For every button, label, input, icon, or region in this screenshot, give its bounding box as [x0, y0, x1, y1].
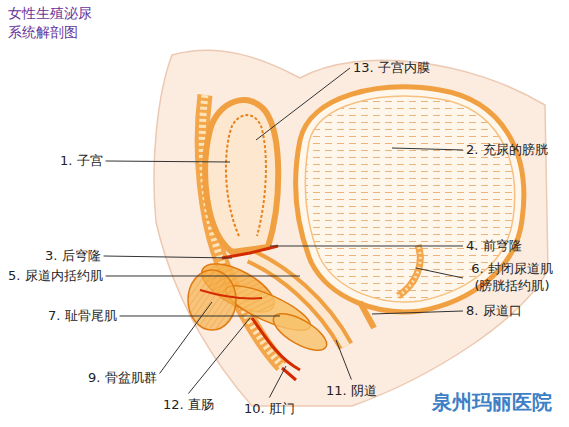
- part-label: 7. 耻骨尾肌: [48, 308, 117, 325]
- leader-line: [372, 311, 463, 314]
- diagram-title: 女性生殖泌尿 系统解剖图: [8, 4, 104, 42]
- part-label: 12. 直肠: [163, 397, 214, 414]
- part-label: 10. 肛门: [244, 401, 295, 418]
- leader-line: [416, 268, 463, 278]
- part-label: 4. 前穹隆: [466, 238, 522, 255]
- part-label: 13. 子宫内膜: [353, 60, 430, 77]
- part-label: 2. 充尿的膀胱: [466, 142, 548, 159]
- urethra: [360, 302, 374, 328]
- part-label: 9. 骨盆肌群: [88, 370, 157, 387]
- part-label: 11. 阴道: [326, 383, 377, 400]
- leader-line: [106, 275, 300, 276]
- leader-line: [160, 302, 212, 374]
- vagina: [250, 256, 346, 346]
- endometrium: [226, 115, 266, 236]
- watermark: 泉州玛丽医院: [432, 389, 552, 416]
- leader-line: [256, 68, 350, 140]
- uterus: [205, 100, 278, 252]
- leader-line: [270, 245, 463, 246]
- sphincter-lines: [398, 245, 420, 296]
- part-label: 8. 尿道口: [466, 303, 522, 320]
- fornix-line: [222, 246, 278, 258]
- muscle-vessel: [200, 290, 262, 299]
- part-label: 3. 后穹隆: [45, 248, 101, 265]
- leader-line: [392, 148, 463, 150]
- leader-line: [269, 366, 286, 398]
- leader-line: [104, 256, 232, 258]
- leader-line: [188, 318, 250, 394]
- leader-line: [336, 340, 351, 380]
- body-section: [154, 50, 548, 406]
- vagina-inner: [250, 256, 346, 346]
- leader-line: [106, 161, 230, 162]
- part-label: 6. 封闭尿道肌 (膀胱括约肌): [466, 261, 558, 295]
- part-label: 1. 子宫: [60, 153, 103, 170]
- part-label: 5. 尿道内括约肌: [8, 268, 103, 285]
- sphincter: [398, 245, 420, 296]
- leader-line: [120, 315, 280, 316]
- anal-canal: [252, 318, 300, 380]
